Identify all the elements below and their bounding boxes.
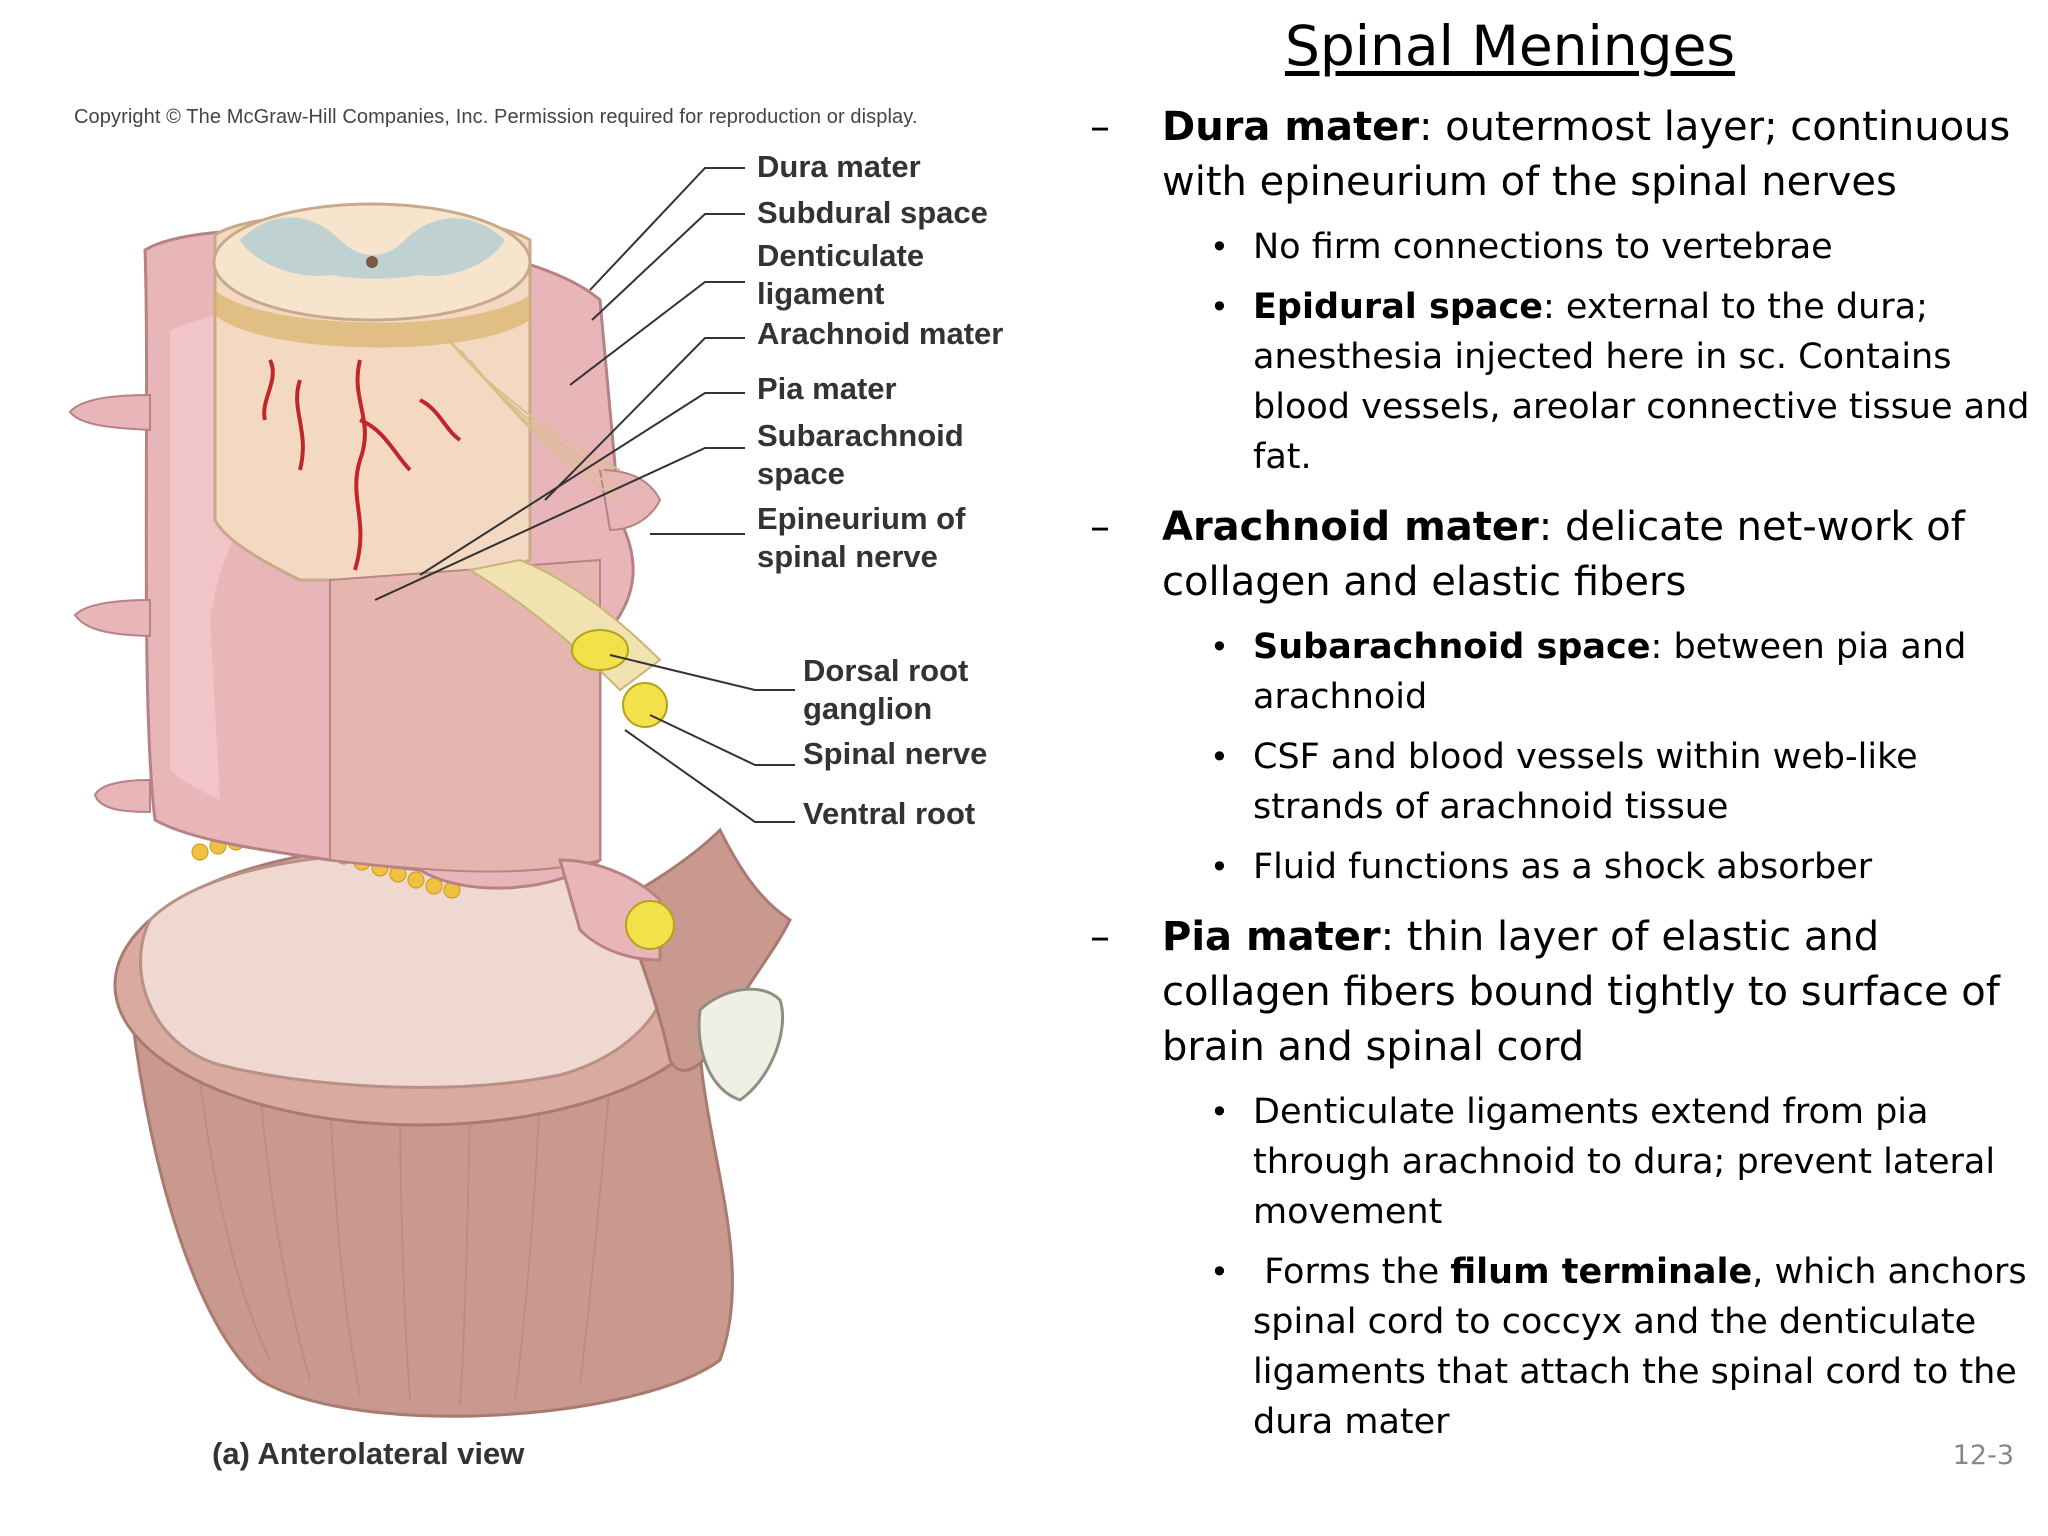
term-arachnoid-mater: Arachnoid mater xyxy=(1162,504,1539,550)
pia-bullet-2-pre: Forms the xyxy=(1253,1252,1451,1292)
arachnoid-bullet-2-text: CSF and blood vessels within web-like st… xyxy=(1253,737,1918,827)
term-dura-mater: Dura mater xyxy=(1162,104,1419,150)
dura-mater-text: : outermost layer; continuous with epine… xyxy=(1162,104,2011,205)
label-denticulate-ligament-2: ligament xyxy=(757,276,885,311)
arachnoid-bullet-2: • CSF and blood vessels within web-like … xyxy=(1090,732,2040,832)
term-epidural-space: Epidural space xyxy=(1253,287,1543,327)
label-epineurium-2: spinal nerve xyxy=(757,539,938,574)
dash-marker: – xyxy=(1090,104,1110,150)
label-dura-mater: Dura mater xyxy=(757,149,921,184)
label-subdural-space: Subdural space xyxy=(757,195,988,230)
bullet-marker: • xyxy=(1210,738,1229,776)
slide-title: Spinal Meninges xyxy=(1284,14,1736,78)
dura-mater-item: – Dura mater: outermost layer; continuou… xyxy=(1090,100,2040,210)
dash-marker: – xyxy=(1090,504,1110,550)
pia-bullet-1: • Denticulate ligaments extend from pia … xyxy=(1090,1087,2040,1237)
pia-bullet-1-text: Denticulate ligaments extend from pia th… xyxy=(1253,1092,1996,1232)
bullet-marker: • xyxy=(1210,228,1229,266)
label-arachnoid-mater: Arachnoid mater xyxy=(757,316,1004,351)
pia-mater-item: – Pia mater: thin layer of elastic and c… xyxy=(1090,910,2040,1075)
term-subarachnoid-space: Subarachnoid space xyxy=(1253,627,1651,667)
arachnoid-mater-text: : delicate net-work of collagen and elas… xyxy=(1162,504,1965,605)
bullet-marker: • xyxy=(1210,1253,1229,1291)
page-number: 12-3 xyxy=(1952,1440,2014,1471)
arachnoid-bullet-3-text: Fluid functions as a shock absorber xyxy=(1253,847,1873,887)
bullet-marker: • xyxy=(1210,628,1229,666)
label-pia-mater: Pia mater xyxy=(757,371,897,406)
arachnoid-mater-item: – Arachnoid mater: delicate net-work of … xyxy=(1090,500,2040,610)
dura-bullet-2: • Epidural space: external to the dura; … xyxy=(1090,282,2040,482)
bullet-marker: • xyxy=(1210,288,1229,326)
bullet-marker: • xyxy=(1210,848,1229,886)
label-spinal-nerve: Spinal nerve xyxy=(803,736,988,771)
dura-bullet-1: • No firm connections to vertebrae xyxy=(1090,222,2040,272)
arachnoid-bullet-1: • Subarachnoid space: between pia and ar… xyxy=(1090,622,2040,722)
label-denticulate-ligament-1: Denticulate xyxy=(757,238,925,273)
bullet-marker: • xyxy=(1210,1093,1229,1131)
label-dorsal-root-ganglion-2: ganglion xyxy=(803,691,933,726)
arachnoid-bullet-1-text: : between pia and arachnoid xyxy=(1253,627,1967,717)
anatomy-figure: Copyright © The McGraw-Hill Companies, I… xyxy=(68,106,1004,1471)
label-ventral-root: Ventral root xyxy=(803,796,976,831)
label-epineurium-1: Epineurium of xyxy=(757,501,966,536)
term-pia-mater: Pia mater xyxy=(1162,914,1381,960)
spinal-meninges-illustration xyxy=(68,167,795,1418)
slide-content: – Dura mater: outermost layer; continuou… xyxy=(1090,100,2040,1465)
dura-bullet-1-text: No firm connections to vertebrae xyxy=(1253,227,1833,267)
label-subarachnoid-space-1: Subarachnoid xyxy=(757,418,964,453)
copyright-notice: Copyright © The McGraw-Hill Companies, I… xyxy=(74,106,918,128)
label-dorsal-root-ganglion-1: Dorsal root xyxy=(803,653,969,688)
figure-caption: (a) Anterolateral view xyxy=(212,1436,525,1471)
term-filum-terminale: filum terminale xyxy=(1450,1252,1753,1292)
arachnoid-bullet-3: • Fluid functions as a shock absorber xyxy=(1090,842,2040,892)
dash-marker: – xyxy=(1090,914,1110,960)
dura-bullet-2-text: : external to the dura; anesthesia injec… xyxy=(1253,287,2030,477)
pia-bullet-2-text: , which anchors spinal cord to coccyx an… xyxy=(1253,1252,2027,1442)
label-subarachnoid-space-2: space xyxy=(757,456,845,491)
pia-bullet-2: • Forms the filum terminale, which ancho… xyxy=(1090,1247,2040,1447)
pia-mater-text: : thin layer of elastic and collagen fib… xyxy=(1162,914,2000,1070)
